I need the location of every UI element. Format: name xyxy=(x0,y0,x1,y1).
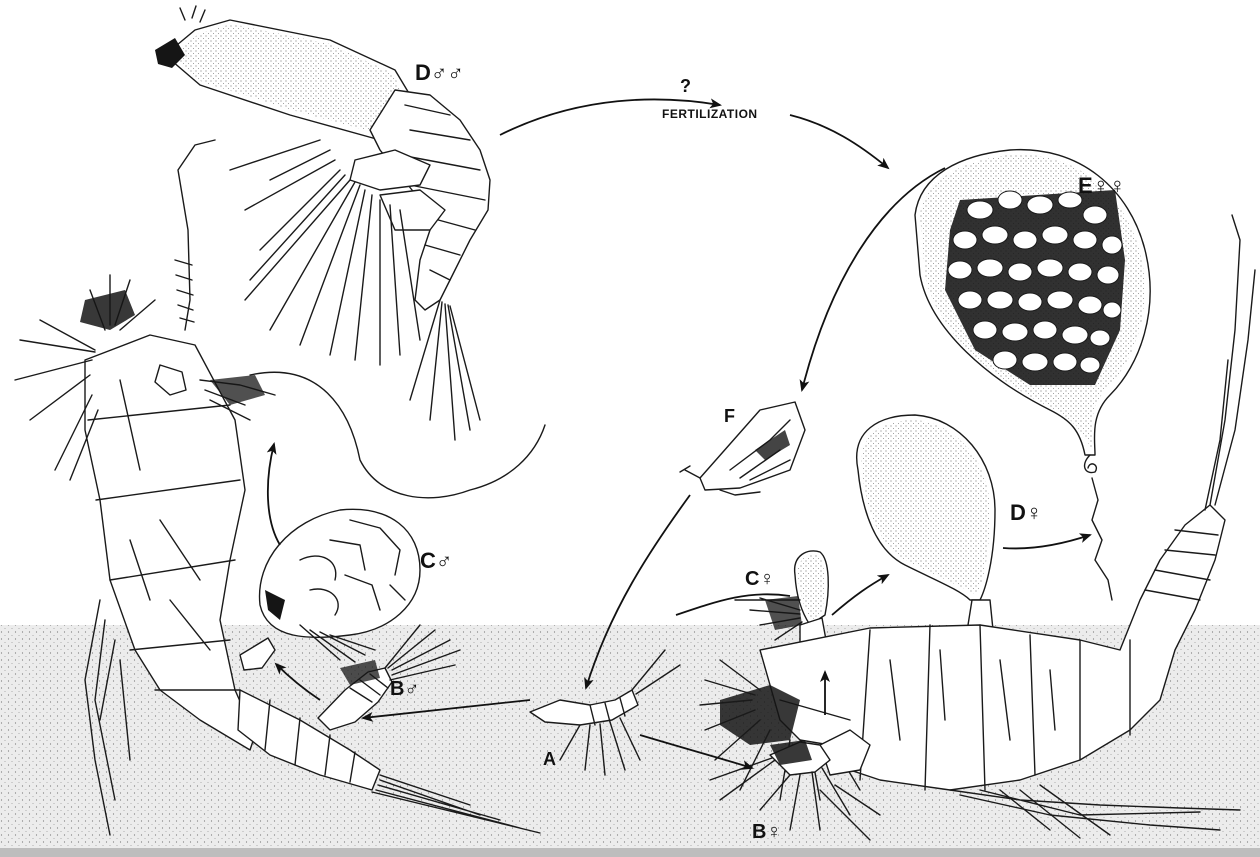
label-question: ? xyxy=(680,76,691,96)
label-c-female: C♀ xyxy=(745,568,774,590)
label-f: F xyxy=(724,406,735,426)
label-d-female: D♀ xyxy=(1010,500,1042,525)
bottom-border xyxy=(0,848,1260,857)
stage-f xyxy=(680,402,805,495)
stage-d-female xyxy=(857,415,995,638)
label-b-female: B♀ xyxy=(752,821,781,843)
label-a: A xyxy=(543,749,556,769)
label-b-male: B♂ xyxy=(390,678,419,700)
label-fertilization: FERTILIZATION xyxy=(662,107,758,121)
label-c-male: C♂ xyxy=(420,548,452,573)
label-e-female: E♀♀ xyxy=(1078,173,1126,198)
label-d-male: D♂♂ xyxy=(415,60,464,85)
